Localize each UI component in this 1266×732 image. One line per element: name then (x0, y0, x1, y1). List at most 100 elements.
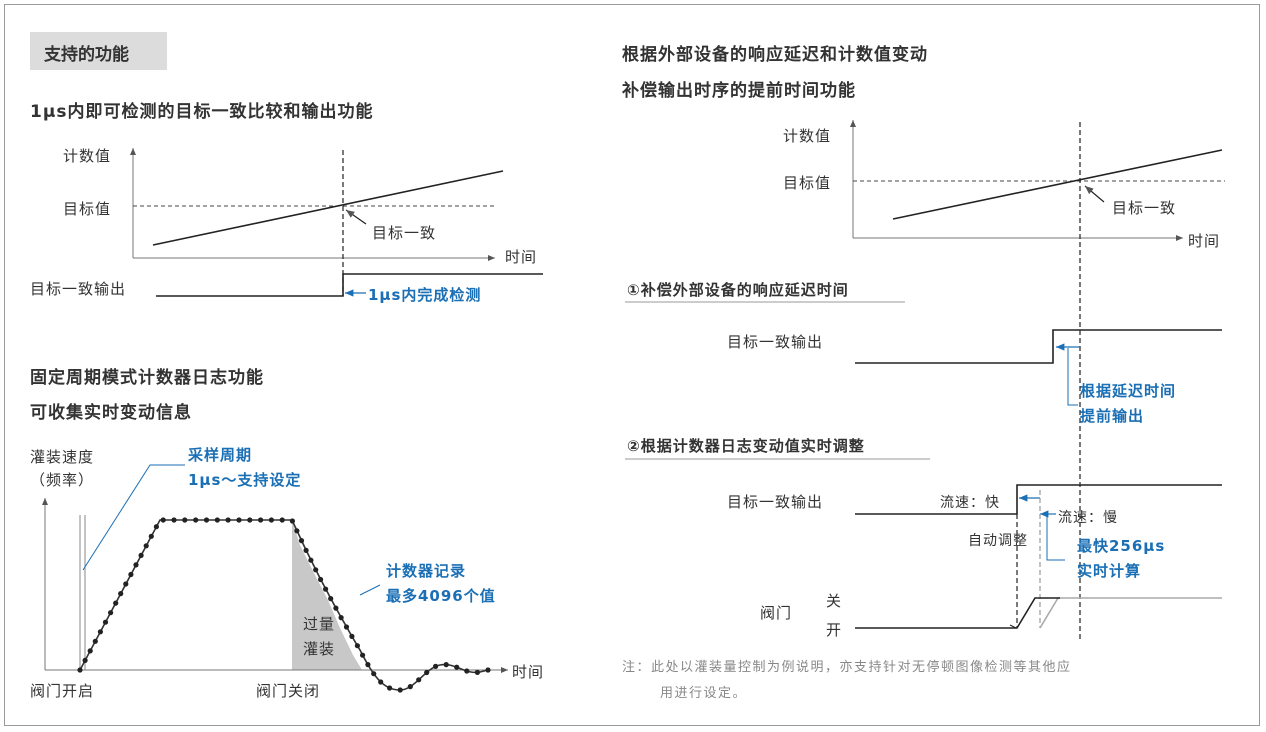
valve-close-label: 关 (826, 592, 843, 610)
sample-point (182, 517, 188, 523)
sample-point (123, 581, 129, 587)
sample-point (128, 571, 134, 578)
y-axis-label: 计数值 (63, 147, 112, 165)
heading-target-match: 1μs内即可检测的目标一致比较和输出功能 (30, 102, 374, 122)
sampling-leader (82, 464, 185, 571)
delay-compensation-diagram (625, 301, 1222, 406)
heading-counter-log-sub: 可收集实时变动信息 (30, 403, 192, 423)
output-signal (855, 329, 1222, 364)
overfill-label: 过量 (303, 615, 336, 633)
overfill-label-2: 灌装 (303, 640, 336, 658)
badge-label: 支持的功能 (44, 45, 129, 65)
target-value-label: 目标值 (783, 174, 832, 192)
counter-leader (359, 584, 381, 596)
sample-point (360, 652, 366, 658)
counter-record-value: 最多4096个值 (386, 587, 496, 605)
sample-point (349, 633, 355, 640)
counter-record-label: 计数器记录 (386, 562, 467, 580)
sample-point (87, 648, 93, 654)
footnote-2: 用进行设定。 (660, 686, 748, 701)
sample-point (338, 615, 344, 621)
sample-point (153, 524, 159, 530)
realtime-callout: 最快256μs (1077, 537, 1166, 555)
flow-fast-label: 流速：快 (940, 495, 1000, 511)
x-axis-label: 时间 (505, 248, 538, 266)
sample-point (92, 638, 98, 644)
sample-point (102, 619, 109, 625)
sample-point (97, 629, 103, 635)
count-line (892, 149, 1223, 220)
sample-point (171, 517, 177, 523)
sample-point (138, 552, 144, 559)
output-signal-fast (855, 484, 1222, 515)
sample-point (268, 517, 274, 523)
sample-point (289, 518, 295, 524)
sample-point (118, 591, 124, 597)
sample-point (333, 605, 339, 611)
sample-point (279, 517, 285, 523)
right-count-chart (850, 120, 1225, 640)
overfill-area (292, 520, 362, 670)
sample-point (313, 567, 319, 573)
valve-label: 阀门 (760, 604, 793, 622)
y-axis-label: 计数值 (783, 127, 832, 145)
footnote: 注：此处以灌装量控制为例说明，亦支持针对无停顿图像检测等其他应 (622, 660, 1072, 675)
left-count-chart (130, 148, 543, 297)
sample-point (387, 685, 393, 691)
sample-point (378, 679, 384, 685)
sample-point (443, 662, 449, 668)
output-label: 目标一致输出 (30, 280, 127, 298)
advance-callout: 根据延迟时间 (1080, 382, 1177, 400)
valve-arrow (1009, 624, 1017, 629)
sampling-value: 1μs～支持设定 (188, 471, 302, 489)
match-pointer (345, 209, 367, 225)
panel-frame (4, 4, 1260, 726)
fill-speed-chart (42, 464, 508, 693)
sample-point (258, 517, 264, 523)
valve-open-label: 阀门开启 (30, 682, 95, 700)
frequency-label: （频率） (30, 471, 95, 489)
detect-callout: 1μs内完成检测 (368, 286, 482, 304)
sample-point (143, 543, 149, 549)
sample-point (236, 517, 242, 523)
sample-point (303, 547, 309, 554)
count-line (152, 170, 504, 246)
sample-point (454, 664, 460, 670)
sampling-label: 采样周期 (188, 446, 253, 464)
sample-point (371, 671, 377, 677)
valve-signal-slow (1039, 597, 1222, 629)
match-label: 目标一致 (372, 224, 437, 242)
section2-title: ②根据计数器日志变动值实时调整 (627, 437, 865, 455)
heading-counter-log: 固定周期模式计数器日志功能 (30, 368, 264, 388)
section1-title: ①补偿外部设备的响应延迟时间 (627, 281, 849, 299)
realtime-callout-2: 实时计算 (1077, 562, 1142, 580)
sample-point (298, 538, 305, 544)
sample-point (148, 533, 154, 539)
sample-point (343, 624, 350, 630)
callout-leader (1067, 348, 1078, 406)
sample-point (318, 576, 324, 583)
sample-point (485, 667, 491, 673)
sample-point (474, 669, 480, 676)
sample-point (113, 600, 119, 606)
sample-point (193, 517, 199, 523)
sample-point (203, 517, 210, 523)
auto-adjust-label: 自动调整 (968, 533, 1028, 549)
x-axis-label: 时间 (1188, 232, 1221, 250)
sample-point (464, 668, 470, 674)
sample-point (407, 684, 413, 690)
sample-point (77, 667, 83, 673)
sample-point (397, 687, 403, 693)
sample-point (354, 643, 360, 649)
callout-leader (1046, 515, 1065, 561)
valve-signal-fast (855, 597, 1060, 629)
sample-point (308, 557, 314, 563)
valve-close-label: 阀门关闭 (256, 682, 321, 700)
x-axis-label: 时间 (512, 663, 545, 681)
heading-advance-timing-sub: 补偿输出时序的提前时间功能 (622, 81, 856, 101)
sample-point (416, 677, 422, 683)
supported-features-badge: 支持的功能 (30, 32, 167, 70)
output-label: 目标一致输出 (727, 493, 824, 511)
sample-point (160, 517, 166, 523)
